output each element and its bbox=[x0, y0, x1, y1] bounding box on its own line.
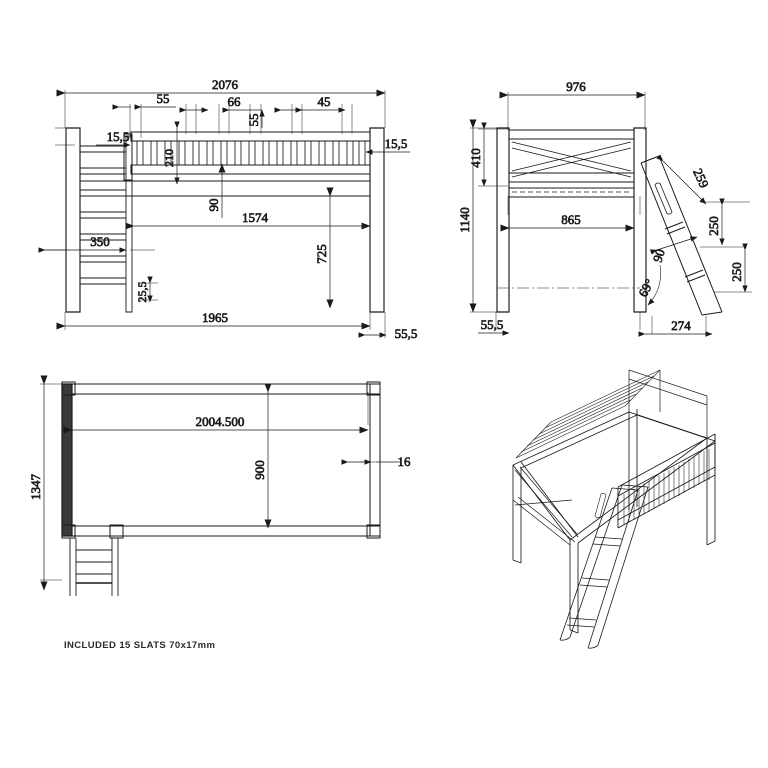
dim-side-step-spacing-2: 250 bbox=[729, 243, 748, 293]
plan-corner-posts bbox=[61, 381, 381, 539]
dim-side-inner-depth: 865 bbox=[500, 212, 635, 232]
dim-side-ladder-projection: 274 bbox=[638, 318, 713, 337]
dim-274-label: 274 bbox=[671, 318, 691, 333]
iso-leg-front-right bbox=[706, 434, 716, 546]
dim-155-left-label: 15,5 bbox=[107, 129, 130, 144]
dim-66-label: 66 bbox=[228, 94, 242, 109]
dim-55b-label: 55 bbox=[246, 114, 261, 127]
dim-side-total-height: 1140 bbox=[457, 119, 477, 313]
dim-210-label: 210 bbox=[162, 149, 176, 167]
dim-976-label: 976 bbox=[566, 79, 586, 94]
plan-right-board bbox=[369, 383, 381, 537]
iso-ladder bbox=[559, 484, 649, 649]
side-witness-lines bbox=[470, 92, 752, 334]
dim-side-step-depth: 90 bbox=[649, 236, 698, 264]
dim-900-label: 900 bbox=[252, 460, 267, 480]
iso-back-guard-rail bbox=[628, 369, 708, 438]
dim-1574-label: 1574 bbox=[242, 210, 269, 225]
side-elevation-view: 976 410 1140 865 259 250 250 bbox=[457, 79, 752, 337]
dim-front-post-right: 15,5 bbox=[365, 136, 410, 155]
dim-1965-label: 1965 bbox=[202, 310, 228, 325]
dim-725-label: 725 bbox=[314, 244, 329, 264]
dim-90-label: 90 bbox=[206, 199, 221, 212]
iso-rail-back bbox=[628, 411, 716, 442]
dim-front-ladder-width: 350 bbox=[38, 234, 127, 253]
side-mid-rail bbox=[508, 172, 635, 183]
dim-69deg-label: 69° bbox=[635, 276, 657, 299]
front-left-post bbox=[65, 127, 81, 313]
front-guard-top-rail bbox=[130, 131, 371, 142]
dim-side-step-spacing-1: 250 bbox=[706, 198, 725, 246]
dim-side-ladder-angle: 69° bbox=[635, 264, 661, 306]
dim-side-overall-depth: 976 bbox=[499, 79, 646, 99]
dim-2076-label: 2076 bbox=[212, 77, 239, 92]
front-right-post bbox=[369, 127, 385, 313]
dim-865-label: 865 bbox=[561, 212, 581, 227]
side-top-rail bbox=[508, 129, 635, 140]
dim-side-foot-offset: 55,5 bbox=[478, 317, 510, 336]
front-guard-slats bbox=[136, 141, 366, 165]
iso-slat-deck bbox=[515, 369, 661, 459]
plan-ladder bbox=[69, 538, 119, 596]
front-ladder-rungs bbox=[80, 145, 126, 285]
dim-55a-label: 55 bbox=[157, 91, 170, 106]
dim-plan-board-thickness: 16 bbox=[341, 454, 412, 469]
dim-side-ladder-length: 259 bbox=[656, 154, 712, 205]
iso-front-guard-rail bbox=[617, 433, 716, 529]
plan-top-board bbox=[61, 383, 381, 395]
iso-guard-slats bbox=[623, 449, 710, 525]
dim-front-overall-width: 2076 bbox=[56, 77, 386, 97]
slats-note: INCLUDED 15 SLATS 70x17mm bbox=[64, 640, 215, 651]
dim-front-post-left: 15,5 bbox=[96, 129, 131, 148]
dim-plan-inner-width: 900 bbox=[252, 383, 272, 529]
isometric-view bbox=[512, 369, 716, 649]
dim-front-rail-offset: 90 bbox=[206, 163, 226, 218]
dim-250-upper-label: 250 bbox=[706, 216, 721, 236]
front-guard-end-post bbox=[123, 133, 133, 181]
dim-front-inner-length: 1574 bbox=[125, 210, 371, 230]
dim-45-label: 45 bbox=[318, 94, 331, 109]
dim-front-leg-offset: 55,5 bbox=[358, 326, 418, 341]
iso-rail-front-long bbox=[569, 437, 716, 544]
dim-front-leg-span: 1965 bbox=[56, 310, 371, 330]
dim-90-side-label: 90 bbox=[650, 247, 668, 264]
side-right-post bbox=[633, 127, 647, 313]
dim-2004500-label: 2004.500 bbox=[196, 414, 245, 429]
dim-1140-label: 1140 bbox=[457, 207, 472, 233]
iso-rail-left-long bbox=[512, 411, 638, 469]
side-bottom-board bbox=[508, 187, 635, 198]
dim-front-mattress-height: 725 bbox=[314, 187, 334, 309]
iso-end-brace bbox=[512, 466, 578, 546]
dim-plan-overall-depth: 1347 bbox=[28, 375, 48, 591]
plan-left-board bbox=[61, 383, 73, 537]
dim-250-lower-label: 250 bbox=[729, 262, 744, 282]
dim-410-label: 410 bbox=[468, 148, 483, 168]
front-witness-lines bbox=[40, 90, 386, 338]
dim-555-side-label: 55,5 bbox=[481, 317, 504, 332]
dim-front-ladder-rail: 25,5 bbox=[135, 276, 153, 303]
front-ladder-stile bbox=[125, 135, 133, 313]
dim-259-label: 259 bbox=[690, 166, 712, 190]
dim-350-label: 350 bbox=[90, 234, 110, 249]
iso-leg-front-left bbox=[512, 465, 522, 564]
front-elevation-view: 2076 55 66 55 45 15,5 15,5 2 bbox=[38, 77, 418, 341]
dim-555-front-label: 55,5 bbox=[395, 326, 418, 341]
dim-155-right-label: 15,5 bbox=[385, 136, 408, 151]
front-guard-bottom-rail bbox=[130, 164, 371, 175]
iso-leg-mid bbox=[569, 540, 579, 634]
dim-plan-inner-length: 2004.500 bbox=[63, 414, 369, 434]
dim-1347-label: 1347 bbox=[28, 474, 43, 501]
dim-front-slat-chain: 55 66 55 45 bbox=[112, 91, 346, 128]
dim-side-guard-height: 410 bbox=[468, 122, 487, 187]
dim-16-label: 16 bbox=[398, 454, 412, 469]
side-cross-brace bbox=[511, 141, 632, 178]
plan-view: 1347 2004.500 900 16 bbox=[28, 375, 412, 596]
side-left-post bbox=[496, 127, 510, 313]
dim-front-rail-height: 210 bbox=[162, 121, 180, 185]
dim-255-label: 25,5 bbox=[135, 282, 149, 303]
